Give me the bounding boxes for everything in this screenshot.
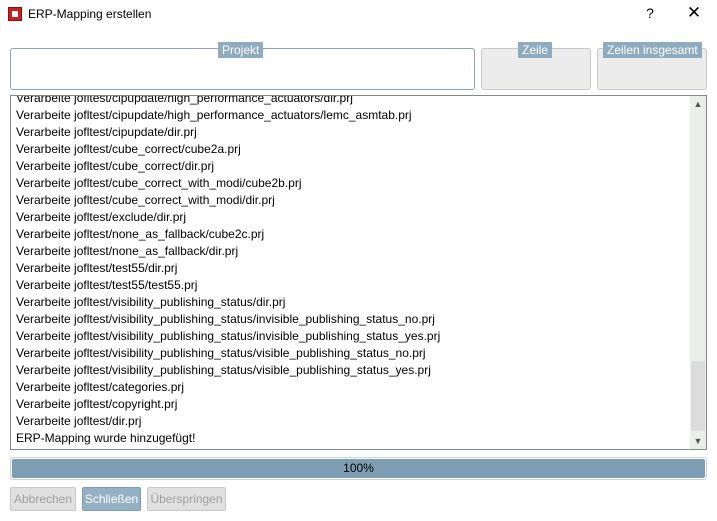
log-line: Verarbeite jofltest/cube_correct_with_mo… [16, 193, 275, 207]
zeile-group: Zeile [481, 42, 591, 90]
log-line: Verarbeite jofltest/categories.prj [16, 380, 185, 394]
log-line: Verarbeite jofltest/dir.prj [16, 414, 142, 428]
close-dialog-button[interactable]: Schließen [82, 487, 141, 511]
progress-fill [12, 459, 705, 478]
zeilen-insgesamt-group: Zeilen insgesamt [597, 42, 707, 90]
log-line: Verarbeite jofltest/cipupdate/high_perfo… [16, 95, 353, 105]
scroll-down-icon[interactable]: ▼ [693, 436, 703, 446]
log-line: Verarbeite jofltest/cube_correct/cube2a.… [16, 142, 241, 156]
close-button[interactable]: ✕ [686, 3, 702, 22]
log-line: ERP-Mapping wurde hinzugefügt! [16, 431, 196, 445]
scroll-thumb[interactable] [691, 361, 705, 431]
log-line: Verarbeite jofltest/visibility_publishin… [16, 363, 431, 377]
scroll-up-icon[interactable]: ▲ [693, 99, 703, 109]
log-line: Verarbeite jofltest/none_as_fallback/cub… [16, 227, 265, 241]
zeilen-insgesamt-label: Zeilen insgesamt [603, 42, 702, 58]
projekt-group: Projekt [10, 42, 475, 90]
window-title: ERP-Mapping erstellen [28, 7, 152, 21]
log-line: Verarbeite jofltest/copyright.prj [16, 397, 178, 411]
help-button[interactable]: ? [646, 5, 654, 21]
log-line: Verarbeite jofltest/visibility_publishin… [16, 346, 426, 360]
scrollbar[interactable]: ▲ ▼ [690, 96, 706, 449]
log-line: Verarbeite jofltest/cipupdate/dir.prj [16, 125, 197, 139]
zeile-label: Zeile [518, 42, 553, 58]
skip-button[interactable]: Überspringen [147, 487, 226, 511]
log-line: Verarbeite jofltest/test55/dir.prj [16, 261, 178, 275]
progress-bar: 100% [10, 457, 707, 480]
title-bar: ERP-Mapping erstellen ? ✕ [0, 0, 717, 30]
log-line: Verarbeite jofltest/visibility_publishin… [16, 295, 286, 309]
log-line: Verarbeite jofltest/visibility_publishin… [16, 329, 441, 343]
projekt-label: Projekt [218, 42, 264, 58]
log-list[interactable]: Verarbeite jofltest/cipupdate/high_perfo… [10, 95, 707, 450]
log-line: Verarbeite jofltest/exclude/dir.prj [16, 210, 187, 224]
log-line: Verarbeite jofltest/cube_correct_with_mo… [16, 176, 302, 190]
app-icon [8, 7, 22, 21]
log-line: Verarbeite jofltest/none_as_fallback/dir… [16, 244, 239, 258]
log-line: Verarbeite jofltest/test55/test55.prj [16, 278, 198, 292]
log-line: Verarbeite jofltest/cube_correct/dir.prj [16, 159, 215, 173]
progress-label: 100% [343, 461, 374, 475]
cancel-button[interactable]: Abbrechen [10, 487, 76, 511]
log-lines: Verarbeite jofltest/cipupdate/high_perfo… [16, 95, 441, 447]
log-line: Verarbeite jofltest/cipupdate/high_perfo… [16, 108, 412, 122]
log-line: Verarbeite jofltest/visibility_publishin… [16, 312, 435, 326]
